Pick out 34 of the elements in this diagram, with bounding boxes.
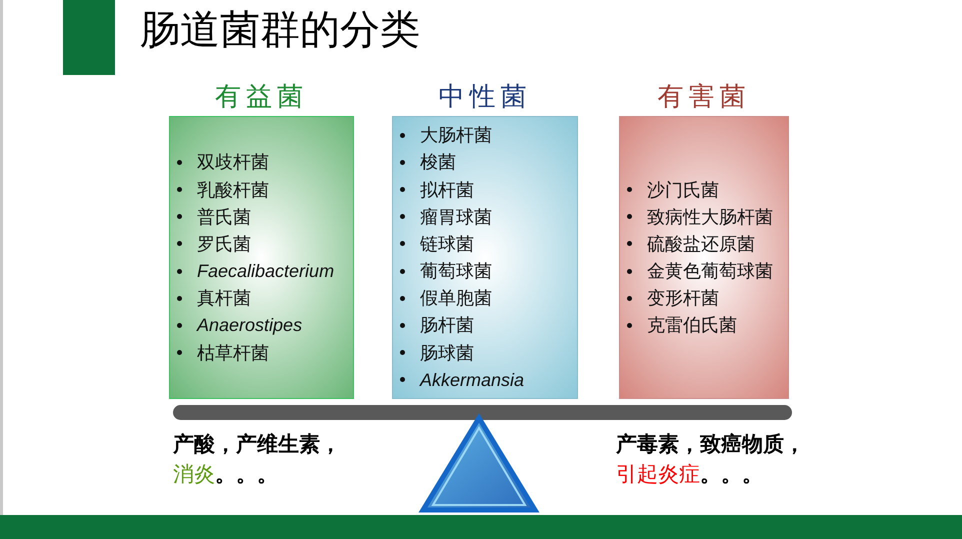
category-heading: 有害菌 (658, 81, 750, 113)
list-item: 致病性大肠杆菌 (647, 206, 773, 228)
list-item: 梭菌 (420, 151, 456, 174)
category-heading: 有益菌 (215, 81, 308, 113)
list-item: 葡萄球菌 (420, 260, 492, 282)
list-item: 硫酸盐还原菌 (647, 232, 755, 255)
list-item: 罗氏菌 (197, 232, 251, 255)
list-item: 真杆菌 (197, 287, 251, 310)
ellipsis-text: 。。。 (215, 461, 278, 487)
list-item: Faecalibacterium (197, 260, 334, 282)
list-item: Akkermansia (420, 368, 524, 391)
list-item: 变形杆菌 (647, 287, 719, 310)
list-item: 链球菌 (420, 232, 474, 255)
list-item: 沙门氏菌 (647, 178, 719, 201)
category-heading: 中性菌 (438, 81, 532, 113)
list-item: 肠球菌 (420, 342, 474, 364)
ellipsis-text: 。。。 (700, 461, 763, 487)
list-item: Anaerostipes (197, 314, 302, 336)
highlight-text: 消炎 (173, 461, 215, 487)
list-item: 金黄色葡萄球菌 (647, 260, 773, 282)
list-item: 大肠杆菌 (420, 124, 492, 146)
slide-title: 肠道菌群的分类 (140, 7, 420, 54)
list-item: 假单胞菌 (420, 287, 492, 310)
list-item: 拟杆菌 (420, 178, 474, 201)
list-item: 乳酸杆菌 (197, 178, 269, 201)
note-text: 产酸，产维生素， (173, 431, 341, 457)
list-item: 普氏菌 (197, 206, 251, 228)
note-text: 产毒素，致癌物质， (616, 431, 805, 457)
list-item: 瘤胃球菌 (420, 206, 492, 228)
list-item: 肠杆菌 (420, 314, 474, 336)
list-item: 双歧杆菌 (197, 151, 269, 174)
list-item: 枯草杆菌 (197, 342, 269, 364)
list-item: 克雷伯氏菌 (647, 314, 737, 336)
highlight-text: 引起炎症 (616, 461, 700, 487)
